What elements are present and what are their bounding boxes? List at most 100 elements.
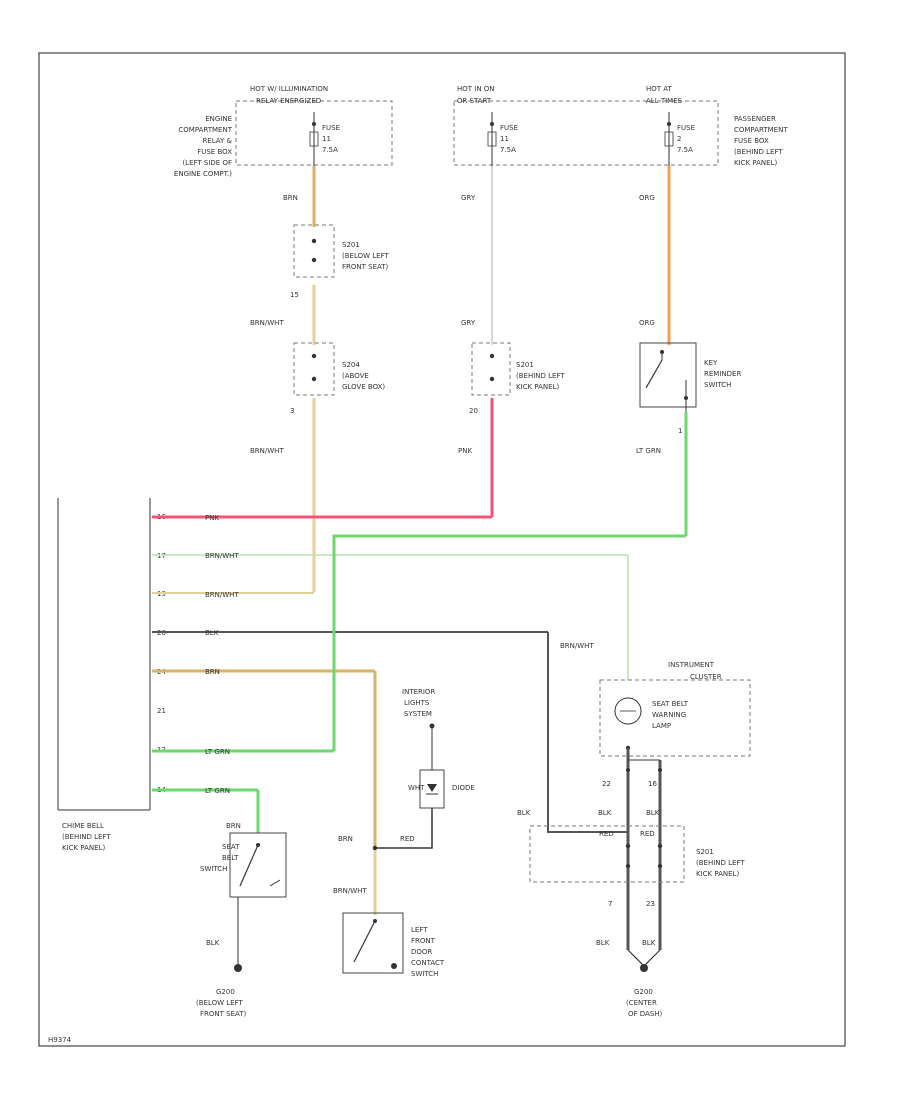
fuse-box-right-1: PASSENGER	[734, 115, 776, 123]
hot-label-all-2: ALL TIMES	[646, 97, 683, 105]
fuse-box-right-2: COMPARTMENT	[734, 126, 788, 134]
fuse-box-passenger	[453, 100, 719, 166]
pin-7: 7	[608, 900, 612, 908]
fuse-1-number: 11	[322, 135, 331, 143]
s201-kick-3: KICK PANEL)	[516, 383, 559, 391]
wire-label-org-top: ORG	[639, 194, 655, 202]
fuse-2-number: 11	[500, 135, 509, 143]
ground-merge	[627, 949, 661, 967]
key-switch-1: KEY	[704, 359, 718, 367]
ground-right-1: G200	[634, 988, 653, 996]
instrument-cluster-1: INSTRUMENT	[668, 661, 715, 669]
door-switch-5: SWITCH	[411, 970, 438, 978]
s204-3: GLOVE BOX)	[342, 383, 385, 391]
fuse-1-rating: 7.5A	[322, 146, 338, 154]
wire-label-brn-door: BRN	[338, 835, 353, 843]
wire-label-blk-c4: BLK	[642, 939, 656, 947]
interior-lights-1: INTERIOR	[402, 688, 435, 696]
s201-kick-2: (BEHIND LEFT	[516, 372, 565, 380]
wire-label-brn-seatbelt: BRN	[226, 822, 241, 830]
fuse-box-left-6: ENGINE COMPT.)	[174, 170, 232, 178]
pin-15: 15	[290, 291, 299, 299]
seat-belt-switch-3: SWITCH	[200, 865, 227, 873]
diagram-frame	[38, 52, 846, 1047]
chime-wire-grnwht: BRN/WHT	[205, 552, 239, 560]
wire-label-brnwht-2: BRN/WHT	[250, 447, 284, 455]
wire-label-red: RED	[400, 835, 415, 843]
ground-left-2: (BELOW LEFT	[196, 999, 243, 1007]
s201-lower-1: S201	[696, 848, 714, 856]
wire-label-blk-c3: BLK	[596, 939, 610, 947]
seat-belt-switch-2: BELT	[222, 854, 239, 862]
pin-3: 3	[290, 407, 294, 415]
lamp-3: LAMP	[652, 722, 671, 730]
connector-s204: S204 (ABOVE GLOVE BOX)	[293, 342, 385, 396]
fuse-box-left-4: FUSE BOX	[197, 148, 232, 156]
door-switch-4: CONTACT	[411, 959, 445, 967]
s201-kick-1: S201	[516, 361, 534, 369]
fuse-box-left-2: COMPARTMENT	[178, 126, 232, 134]
fuse-box-right-3: FUSE BOX	[734, 137, 769, 145]
connector-s201-kick: S201 (BEHIND LEFT KICK PANEL)	[471, 342, 565, 396]
fuse-3-label: FUSE	[677, 124, 695, 132]
s201-seat-1: S201	[342, 241, 360, 249]
wire-label-org-low: ORG	[639, 319, 655, 327]
fuse-3-number: 2	[677, 135, 681, 143]
s201-lower-2: (BEHIND LEFT	[696, 859, 745, 867]
s201-lower-3: KICK PANEL)	[696, 870, 739, 878]
ground-left-3: FRONT SEAT)	[200, 1010, 247, 1018]
ground-right-3: OF DASH)	[628, 1010, 663, 1018]
fuse-3-rating: 7.5A	[677, 146, 693, 154]
fuse-2: FUSE 11 7.5A	[487, 112, 518, 166]
s201-seat-3: FRONT SEAT)	[342, 263, 389, 271]
ground-right-icon	[640, 964, 648, 972]
interior-lights-3: SYSTEM	[404, 710, 432, 718]
fuse-box-right-4: (BEHIND LEFT	[734, 148, 783, 156]
s201-seat-2: (BELOW LEFT	[342, 252, 389, 260]
connector-s201-lower: RED RED S201 (BEHIND LEFT KICK PANEL)	[529, 825, 745, 883]
fuse-box-left-1: ENGINE	[205, 115, 232, 123]
s201-lower-red-1: RED	[599, 830, 614, 838]
wire-label-brnwht-1: BRN/WHT	[250, 319, 284, 327]
instrument-cluster: INSTRUMENT CLUSTER SEAT BELT WARNING LAM…	[599, 661, 751, 757]
hot-label-illumination-1: HOT W/ ILLUMINATION	[250, 85, 328, 93]
fuse-2-label: FUSE	[500, 124, 518, 132]
pin-23: 23	[646, 900, 655, 908]
interior-lights-system: INTERIOR LIGHTS SYSTEM WHT DIODE	[377, 688, 475, 849]
wire-label-blk-route: BLK	[517, 809, 531, 817]
pin-22: 22	[602, 780, 611, 788]
diode-label: DIODE	[452, 784, 475, 792]
wire-label-ltgrn-top: LT GRN	[636, 447, 661, 455]
wire-label-blk-seatbelt: BLK	[206, 939, 220, 947]
splice-door	[372, 845, 378, 851]
interior-lights-2: LIGHTS	[404, 699, 430, 707]
door-switch-3: DOOR	[411, 948, 432, 956]
wire-blk-route	[547, 632, 628, 833]
wire-label-blk-c1: BLK	[598, 809, 612, 817]
lamp-1: SEAT BELT	[652, 700, 689, 708]
door-contact-switch: LEFT FRONT DOOR CONTACT SWITCH	[342, 912, 445, 978]
ground-right-2: (CENTER	[626, 999, 657, 1007]
lamp-2: WARNING	[652, 711, 686, 719]
footer-code: H9374	[48, 1036, 72, 1044]
wire-label-gry-top: GRY	[461, 194, 476, 202]
chime-wire-pnk: PNK	[205, 514, 219, 522]
chime-wire-ltgrn: LT GRN	[205, 748, 230, 756]
pin-16: 16	[648, 780, 657, 788]
s204-1: S204	[342, 361, 360, 369]
chime-wire-blk: BLK	[205, 629, 219, 637]
door-switch-2: FRONT	[411, 937, 436, 945]
fuse-box-left-3: RELAY &	[202, 137, 232, 145]
chime-wire-brn: BRN	[205, 668, 220, 676]
wire-label-wht: WHT	[408, 784, 425, 792]
key-switch-2: REMINDER	[704, 370, 741, 378]
pin-1: 1	[678, 427, 682, 435]
chime-bell-1: CHIME BELL	[62, 822, 104, 830]
seat-belt-switch-1: SEAT	[222, 843, 240, 851]
s204-2: (ABOVE	[342, 372, 369, 380]
chime-pin-21: 21	[157, 707, 166, 715]
key-reminder-switch: KEY REMINDER SWITCH	[639, 342, 741, 412]
wire-label-brnwht-door: BRN/WHT	[333, 887, 367, 895]
fuse-box-left-5: (LEFT SIDE OF	[182, 159, 232, 167]
hot-label-run-1: HOT IN ON	[457, 85, 495, 93]
